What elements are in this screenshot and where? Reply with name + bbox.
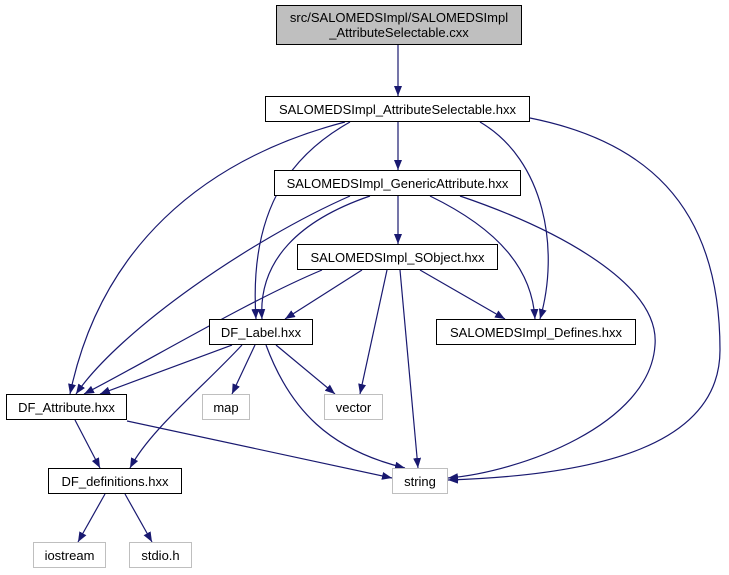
edge-so-to-def [419, 269, 506, 320]
edge-attr-to-dfdef [74, 419, 101, 469]
edge-dfdef-to-iostream [77, 493, 106, 543]
edge-so-to-attr [83, 269, 323, 395]
edge-lbl-to-map [231, 344, 256, 395]
node-defines[interactable]: SALOMEDSImpl_Defines.hxx [436, 319, 636, 345]
edge-so-to-vector [358, 269, 388, 395]
node-df-attribute[interactable]: DF_Attribute.hxx [6, 394, 127, 420]
node-stdio: stdio.h [129, 542, 192, 568]
node-df-label[interactable]: DF_Label.hxx [209, 319, 313, 345]
node-generic-attribute[interactable]: SALOMEDSImpl_GenericAttribute.hxx [274, 170, 521, 196]
node-attribute-selectable[interactable]: SALOMEDSImpl_AttributeSelectable.hxx [265, 96, 530, 122]
edge-as-to-def [479, 121, 549, 320]
edge-attr-to-string [126, 420, 393, 480]
node-df-definitions[interactable]: DF_definitions.hxx [48, 468, 182, 494]
edge-ga-to-lbl [257, 195, 371, 320]
edge-lbl-to-attr [99, 344, 233, 395]
edge-so-to-lbl [284, 269, 363, 320]
edge-ga-to-def [429, 195, 539, 320]
node-vector: vector [324, 394, 383, 420]
edge-ga-to-string [447, 195, 656, 482]
edge-as-to-lbl [251, 121, 351, 320]
edge-as-to-string [447, 117, 721, 484]
edge-lbl-to-dfdef [129, 344, 243, 469]
node-map: map [202, 394, 250, 420]
edge-dfdef-to-stdio [124, 493, 153, 543]
edge-lbl-to-vector [275, 344, 336, 395]
edge-so-to-string [399, 269, 422, 469]
node-sobject[interactable]: SALOMEDSImpl_SObject.hxx [297, 244, 498, 270]
node-string: string [392, 468, 448, 494]
edge-lbl-to-string [265, 344, 406, 470]
edge-ga-to-attr [75, 195, 351, 395]
node-iostream: iostream [33, 542, 106, 568]
edge-as-to-attr [68, 121, 346, 395]
node-root-file[interactable]: src/SALOMEDSImpl/SALOMEDSImpl _Attribute… [276, 5, 522, 45]
